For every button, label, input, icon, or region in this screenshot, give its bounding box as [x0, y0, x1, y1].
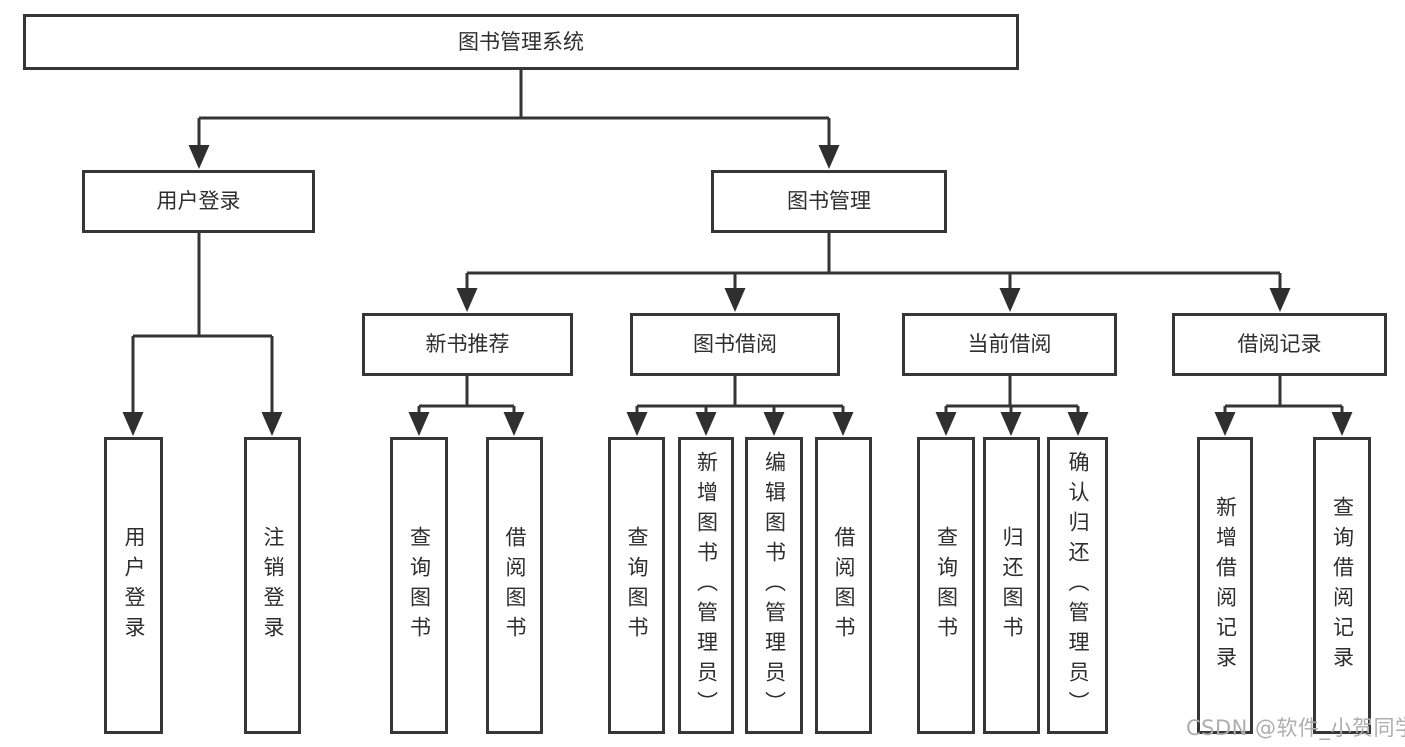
node-borrow-books: 借阅图书 [815, 437, 872, 734]
arrowhead [1269, 288, 1291, 312]
arrowhead [724, 288, 746, 312]
arrowhead [999, 288, 1021, 312]
branch-new-book-rec [408, 376, 525, 436]
node-query-borrow-record: 查询借阅记录 [1313, 437, 1371, 734]
arrowhead [1000, 412, 1022, 436]
node-book-borrowing: 图书借阅 [630, 313, 840, 376]
node-return-books: 归还图书 [983, 437, 1040, 734]
node-confirm-return-admin: 确认归还（管理员） [1047, 437, 1108, 734]
node-borrow-books: 借阅图书 [486, 437, 543, 734]
node-add-books-admin: 新增图书（管理员） [678, 437, 734, 734]
node-query-books: 查询图书 [390, 437, 448, 734]
arrowhead [695, 412, 717, 436]
node-add-borrow-record: 新增借阅记录 [1197, 437, 1253, 734]
branch-borrow-record [1214, 376, 1353, 436]
branch-user-login [122, 233, 283, 436]
arrowhead [818, 145, 840, 169]
node-query-books: 查询图书 [608, 437, 665, 734]
node-user-login-action: 用户登录 [104, 437, 163, 734]
node-user-login: 用户登录 [82, 170, 315, 233]
arrowhead [261, 412, 283, 436]
arrowhead [832, 412, 854, 436]
node-book-management: 图书管理 [711, 170, 947, 233]
branch-book-borrow [626, 376, 854, 436]
arrowhead [1214, 412, 1236, 436]
arrowhead [188, 145, 210, 169]
branch-book-mgmt [456, 233, 1291, 312]
node-library-management-system: 图书管理系统 [23, 14, 1019, 70]
csdn-watermark: CSDN @软件_小贺同学 [1186, 716, 1405, 740]
node-logout-action: 注销登录 [244, 437, 301, 734]
node-new-book-recommendation: 新书推荐 [362, 313, 573, 376]
branch-current-borrow [935, 376, 1089, 436]
arrowhead [456, 288, 478, 312]
arrowhead [935, 412, 957, 436]
arrowhead [1067, 412, 1089, 436]
node-borrowing-records: 借阅记录 [1172, 313, 1387, 376]
arrowhead [503, 412, 525, 436]
node-query-books: 查询图书 [917, 437, 975, 734]
node-current-borrowing: 当前借阅 [902, 313, 1117, 376]
arrowhead [626, 412, 648, 436]
arrowhead [1331, 412, 1353, 436]
arrowhead [408, 412, 430, 436]
branch-root [188, 70, 840, 169]
node-edit-books-admin: 编辑图书（管理员） [745, 437, 803, 734]
arrowhead [122, 412, 144, 436]
arrowhead [763, 412, 785, 436]
